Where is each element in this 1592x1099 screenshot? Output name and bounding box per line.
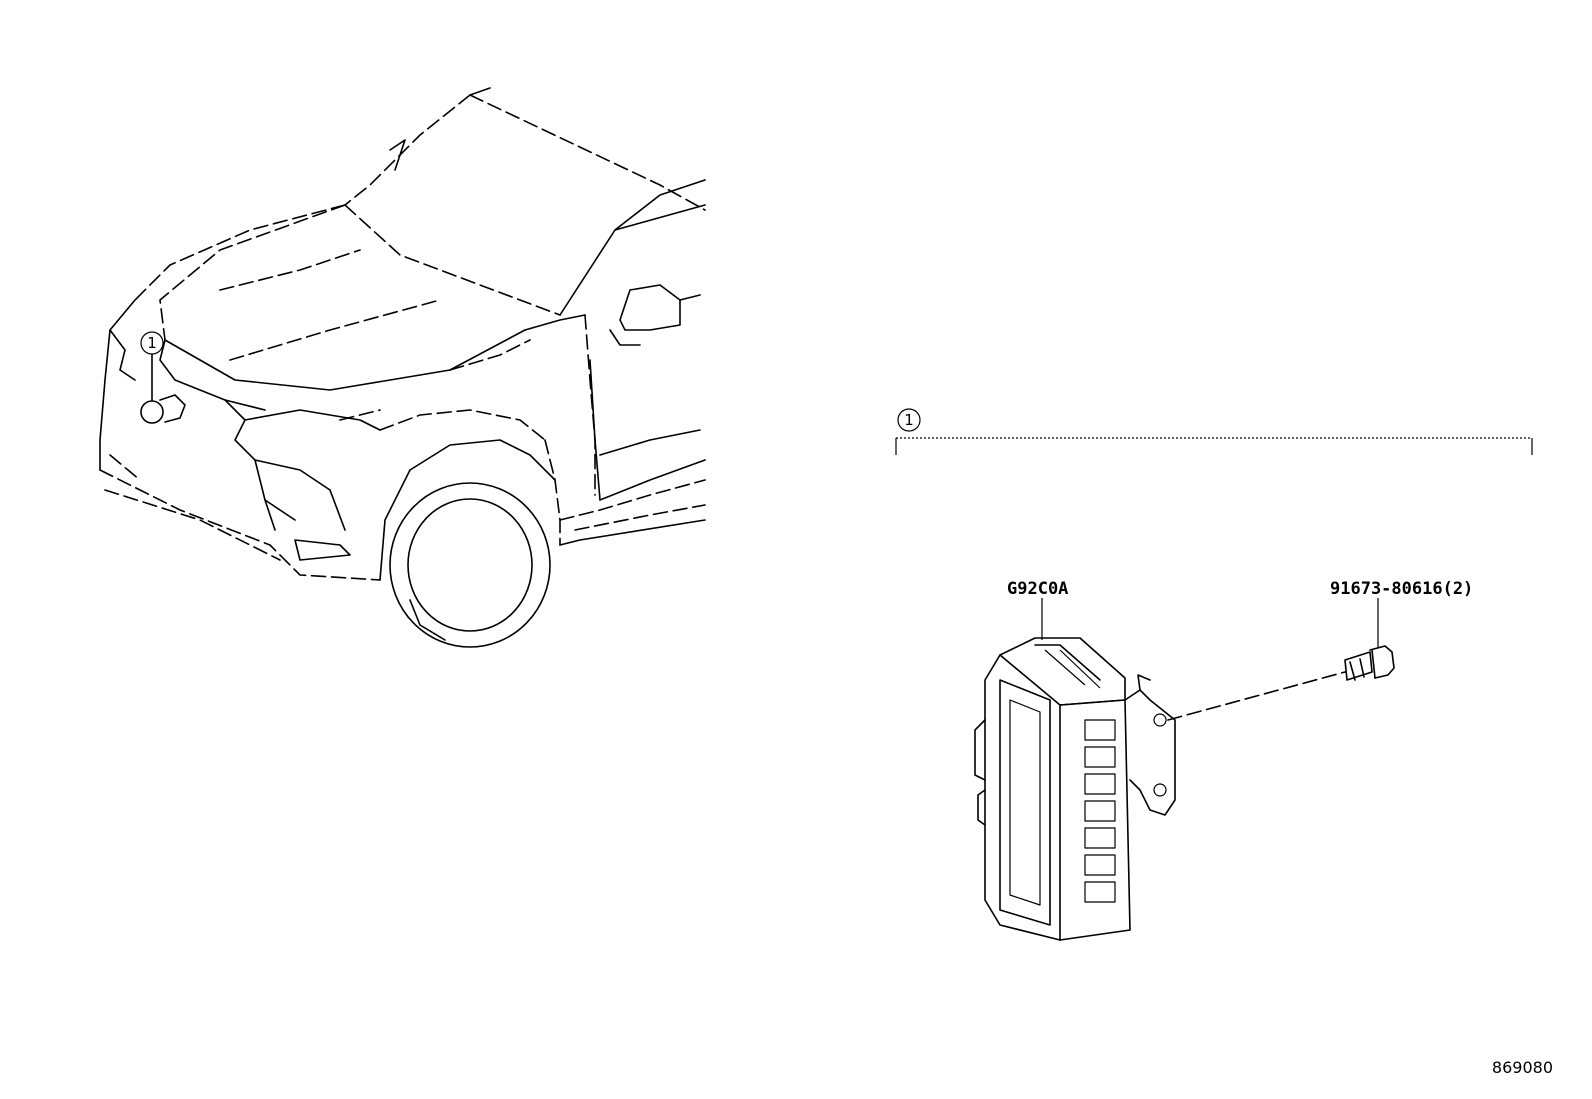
control-module-icon [974, 637, 1176, 941]
group-bracket [895, 408, 1533, 455]
vehicle-front-outline-icon [99, 87, 706, 648]
vehicle-callout-number: 1 [147, 334, 157, 352]
bolt-install-path [1167, 671, 1346, 721]
module-part-label: G92C0A [1007, 579, 1068, 599]
group-callout-number: 1 [904, 411, 914, 429]
flange-bolt-icon [1344, 645, 1395, 681]
bolt-part-label: 91673-80616(2) [1330, 579, 1473, 599]
figure-number: 869080 [1492, 1058, 1553, 1077]
connector-slots [1084, 719, 1116, 903]
